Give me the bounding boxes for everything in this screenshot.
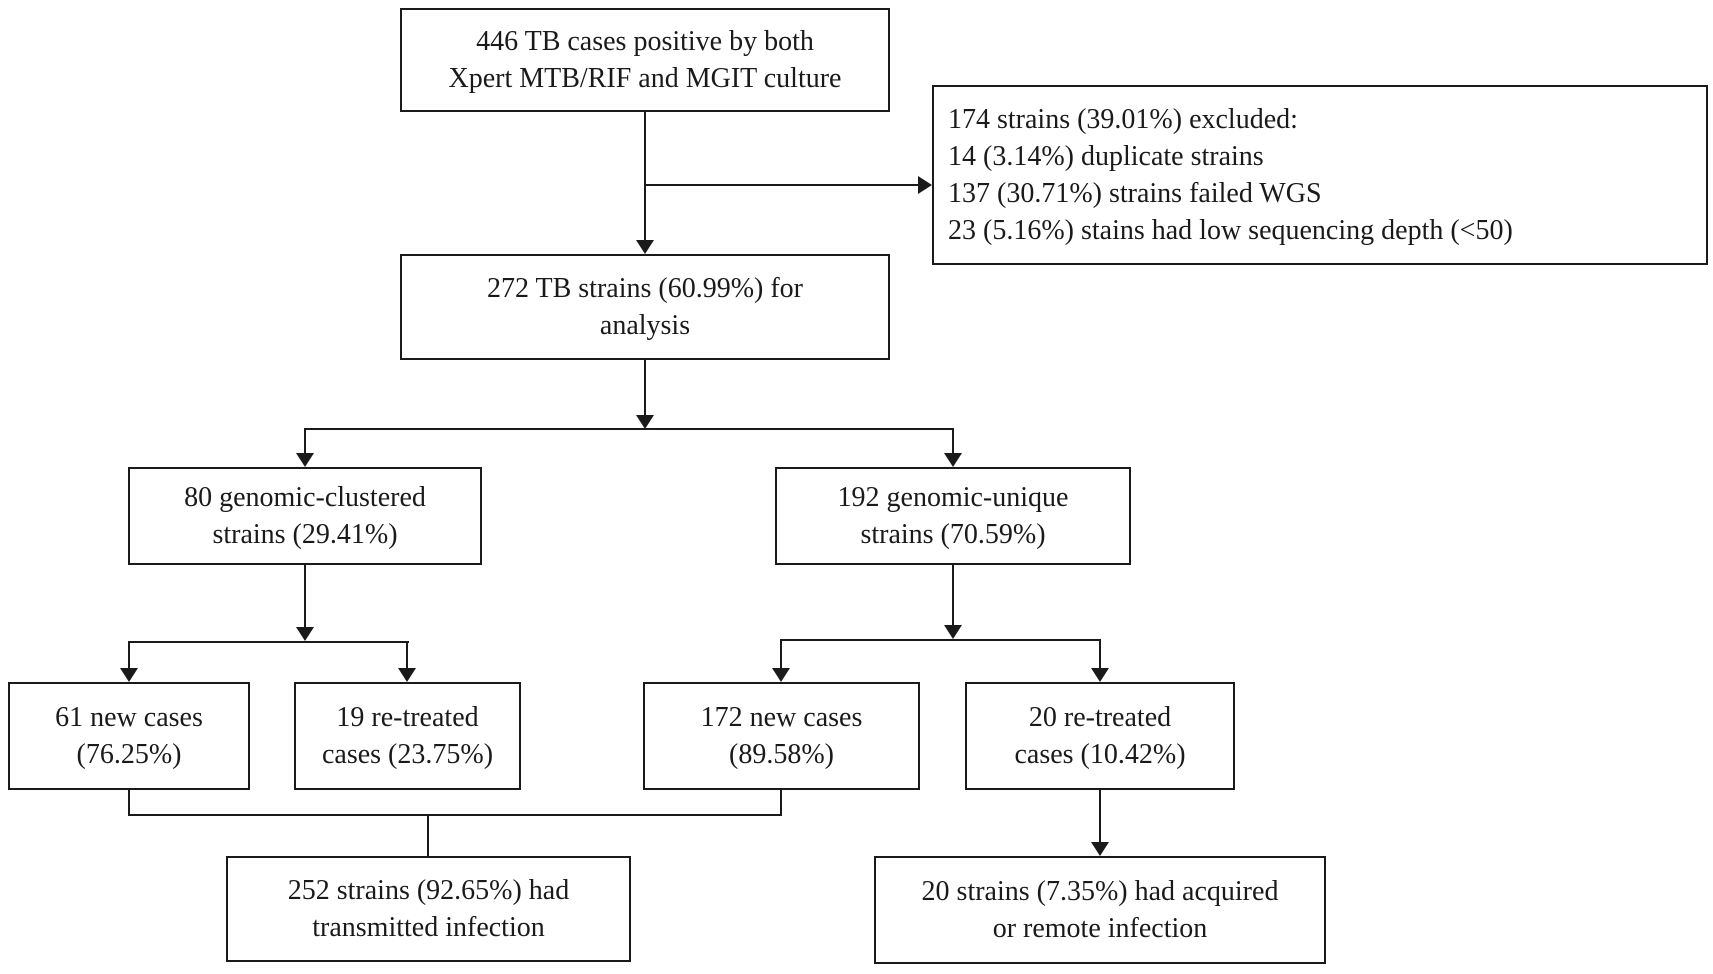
arrowhead-unique-to-split bbox=[944, 625, 962, 639]
node-genomic-clustered-line1: 80 genomic-clustered bbox=[184, 482, 426, 513]
connector-split-to-clustered-retreated bbox=[406, 643, 408, 669]
node-transmitted-infection-line1: 252 strains (92.65%) had bbox=[287, 875, 570, 906]
arrowhead-split-to-clustered-new bbox=[120, 668, 138, 682]
split-line-clustered bbox=[128, 641, 409, 643]
node-clustered-retreated-cases-line1: 19 re-treated bbox=[336, 702, 479, 733]
arrowhead-analyzed-to-split bbox=[636, 415, 654, 429]
connector-analyzed-to-split bbox=[644, 360, 646, 416]
arrowhead-split-to-unique-retreated bbox=[1091, 668, 1109, 682]
arrowhead-split-to-clustered bbox=[296, 453, 314, 467]
node-acquired-infection: 20 strains (7.35%) had acquired or remot… bbox=[874, 856, 1326, 964]
arrowhead-unique-retreated-to-acquired bbox=[1091, 842, 1109, 856]
connector-split-to-clustered bbox=[304, 430, 306, 454]
node-acquired-infection-line1: 20 strains (7.35%) had acquired bbox=[921, 876, 1279, 907]
node-unique-retreated-cases: 20 re-treated cases (10.42%) bbox=[965, 682, 1235, 790]
connector-total-to-analyzed bbox=[644, 112, 646, 243]
node-total-cases-line1: 446 TB cases positive by both bbox=[476, 26, 814, 57]
connector-split-to-clustered-new bbox=[128, 643, 130, 669]
bracket-stub-unique-new bbox=[780, 790, 782, 816]
node-genomic-unique: 192 genomic-unique strains (70.59%) bbox=[775, 467, 1131, 565]
node-unique-retreated-cases-line2: cases (10.42%) bbox=[1014, 739, 1186, 770]
node-excluded-line1: 174 strains (39.01%) excluded: bbox=[948, 104, 1298, 135]
node-clustered-new-cases: 61 new cases (76.25%) bbox=[8, 682, 250, 790]
node-genomic-clustered-line2: strains (29.41%) bbox=[212, 519, 398, 550]
arrowhead-total-to-excluded bbox=[918, 176, 932, 194]
node-unique-new-cases-line2: (89.58%) bbox=[729, 739, 834, 770]
node-clustered-new-cases-line2: (76.25%) bbox=[76, 739, 182, 770]
arrowhead-split-to-unique-new bbox=[772, 668, 790, 682]
connector-total-to-excluded bbox=[645, 184, 920, 186]
connector-split-to-unique bbox=[952, 430, 954, 454]
node-transmitted-infection-line2: transmitted infection bbox=[312, 912, 545, 943]
node-genomic-unique-line2: strains (70.59%) bbox=[860, 519, 1046, 550]
bracket-drop-to-transmitted bbox=[427, 816, 429, 856]
bracket-line-transmitted bbox=[128, 814, 782, 816]
node-analyzed-line2: analysis bbox=[599, 310, 691, 341]
connector-unique-retreated-to-acquired bbox=[1099, 790, 1101, 843]
node-unique-retreated-cases-line1: 20 re-treated bbox=[1028, 702, 1172, 733]
bracket-stub-clustered-new bbox=[128, 790, 130, 816]
node-transmitted-infection: 252 strains (92.65%) had transmitted inf… bbox=[226, 856, 631, 962]
node-analyzed: 272 TB strains (60.99%) for analysis bbox=[400, 254, 890, 360]
arrowhead-total-to-analyzed bbox=[636, 240, 654, 254]
node-acquired-infection-line2: or remote infection bbox=[992, 913, 1208, 944]
node-total-cases-line2: Xpert MTB/RIF and MGIT culture bbox=[448, 63, 842, 94]
node-total-cases: 446 TB cases positive by both Xpert MTB/… bbox=[400, 8, 890, 112]
arrowhead-clustered-to-split bbox=[296, 627, 314, 641]
connector-clustered-to-split bbox=[304, 565, 306, 628]
node-excluded: 174 strains (39.01%) excluded: 14 (3.14%… bbox=[932, 85, 1708, 265]
node-analyzed-line1: 272 TB strains (60.99%) for bbox=[487, 273, 803, 304]
node-clustered-new-cases-line1: 61 new cases bbox=[55, 702, 203, 733]
node-clustered-retreated-cases: 19 re-treated cases (23.75%) bbox=[294, 682, 521, 790]
arrowhead-split-to-clustered-retreated bbox=[398, 668, 416, 682]
node-excluded-line4: 23 (5.16%) stains had low sequencing dep… bbox=[948, 215, 1513, 246]
node-unique-new-cases-line1: 172 new cases bbox=[700, 702, 863, 733]
node-excluded-line3: 137 (30.71%) strains failed WGS bbox=[948, 178, 1322, 209]
node-genomic-clustered: 80 genomic-clustered strains (29.41%) bbox=[128, 467, 482, 565]
connector-split-to-unique-new bbox=[780, 641, 782, 669]
node-clustered-retreated-cases-line2: cases (23.75%) bbox=[321, 739, 494, 770]
node-unique-new-cases: 172 new cases (89.58%) bbox=[643, 682, 920, 790]
split-line-unique bbox=[780, 639, 1101, 641]
arrowhead-split-to-unique bbox=[944, 453, 962, 467]
split-line-analyzed bbox=[304, 428, 954, 430]
connector-unique-to-split bbox=[952, 565, 954, 626]
connector-split-to-unique-retreated bbox=[1099, 641, 1101, 669]
node-excluded-line2: 14 (3.14%) duplicate strains bbox=[948, 141, 1264, 172]
node-genomic-unique-line1: 192 genomic-unique bbox=[837, 482, 1069, 513]
